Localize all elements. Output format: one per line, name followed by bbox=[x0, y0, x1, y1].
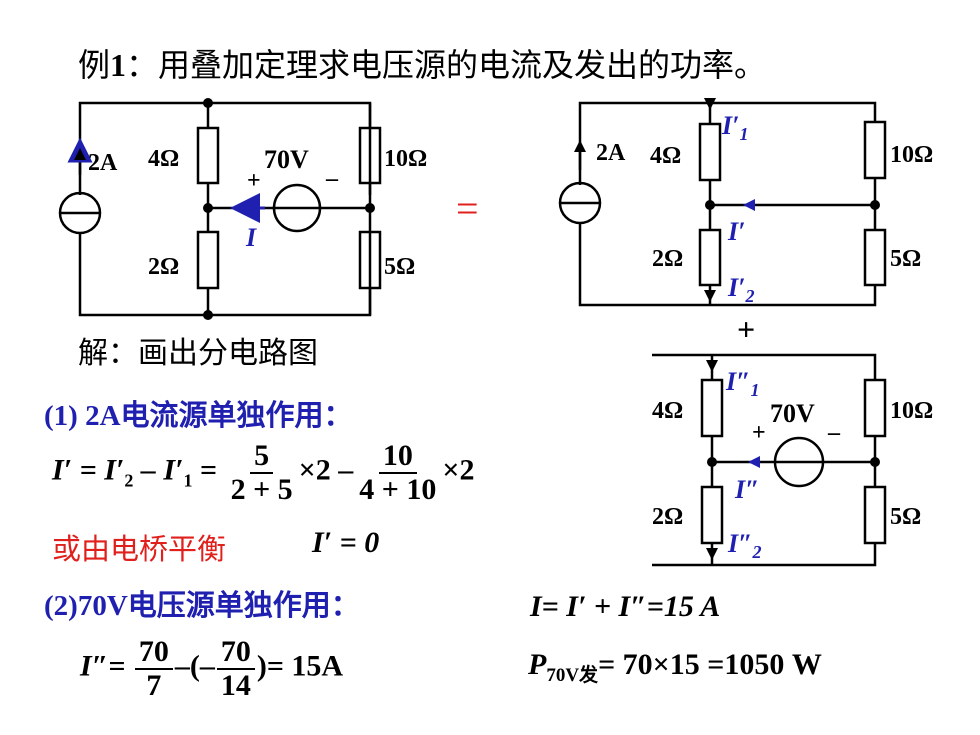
svg-text:10Ω: 10Ω bbox=[890, 398, 933, 424]
svg-text:2A: 2A bbox=[596, 140, 626, 166]
main-circuit bbox=[58, 101, 382, 317]
power-equation: P70V发= 70×15 =1050 W bbox=[528, 648, 822, 686]
label-2a: 2A bbox=[88, 150, 118, 176]
svg-text:I″: I″ bbox=[734, 475, 759, 504]
arrow-down-icon bbox=[706, 548, 718, 560]
resistor-5ohm bbox=[358, 230, 382, 290]
svg-text:–: – bbox=[827, 420, 841, 446]
svg-text:I′1: I′1 bbox=[721, 111, 748, 144]
bridge-balance-note: 或由电桥平衡 bbox=[52, 532, 227, 566]
label-plus: + bbox=[247, 168, 261, 194]
label-2ohm: 2Ω bbox=[148, 254, 179, 280]
svg-text:5Ω: 5Ω bbox=[890, 504, 921, 530]
sum-equation: I= I′ + I″=15 A bbox=[530, 590, 721, 623]
step2-heading: (2)70V电压源单独作用： bbox=[44, 588, 360, 622]
svg-text:4Ω: 4Ω bbox=[650, 143, 681, 169]
current-arrow-icon bbox=[748, 456, 760, 468]
page-title: 例1：用叠加定理求电压源的电流及发出的功率。 bbox=[78, 46, 767, 84]
resistor-4ohm bbox=[196, 126, 220, 185]
svg-text:I′2: I′2 bbox=[727, 273, 754, 306]
svg-text:5Ω: 5Ω bbox=[890, 246, 921, 272]
solution-label: 解：画出分电路图 bbox=[78, 336, 318, 371]
bridge-balance-result: I′ = 0 bbox=[312, 526, 380, 559]
svg-text:2Ω: 2Ω bbox=[652, 246, 683, 272]
subcircuit-voltage-source bbox=[652, 353, 887, 567]
resistor-2ohm bbox=[196, 230, 220, 290]
resistor-10ohm bbox=[358, 126, 382, 185]
svg-text:I″1: I″1 bbox=[725, 367, 759, 400]
svg-text:4Ω: 4Ω bbox=[652, 398, 683, 424]
svg-text:70V: 70V bbox=[770, 399, 815, 428]
svg-text:I″2: I″2 bbox=[727, 529, 761, 562]
svg-text:+: + bbox=[752, 420, 766, 446]
arrow-down-icon bbox=[704, 98, 716, 110]
source-arrow-icon bbox=[74, 148, 86, 160]
label-4ohm: 4Ω bbox=[148, 146, 179, 172]
svg-text:2Ω: 2Ω bbox=[652, 504, 683, 530]
equals-sign: = bbox=[456, 186, 479, 231]
label-10ohm: 10Ω bbox=[384, 146, 427, 172]
label-70v: 70V bbox=[264, 145, 309, 174]
subcircuit-current-source bbox=[558, 101, 887, 307]
arrow-down-icon bbox=[706, 360, 718, 372]
label-5ohm: 5Ω bbox=[384, 254, 415, 280]
svg-text:10Ω: 10Ω bbox=[890, 142, 933, 168]
step1-heading: (1) 2A电流源单独作用： bbox=[44, 398, 353, 432]
arrow-down-icon bbox=[704, 290, 716, 302]
plus-sign: + bbox=[737, 311, 755, 347]
current-arrow-icon bbox=[743, 199, 755, 211]
label-minus: – bbox=[325, 166, 339, 192]
label-current-i: I bbox=[245, 223, 257, 252]
svg-text:I′: I′ bbox=[727, 217, 745, 246]
